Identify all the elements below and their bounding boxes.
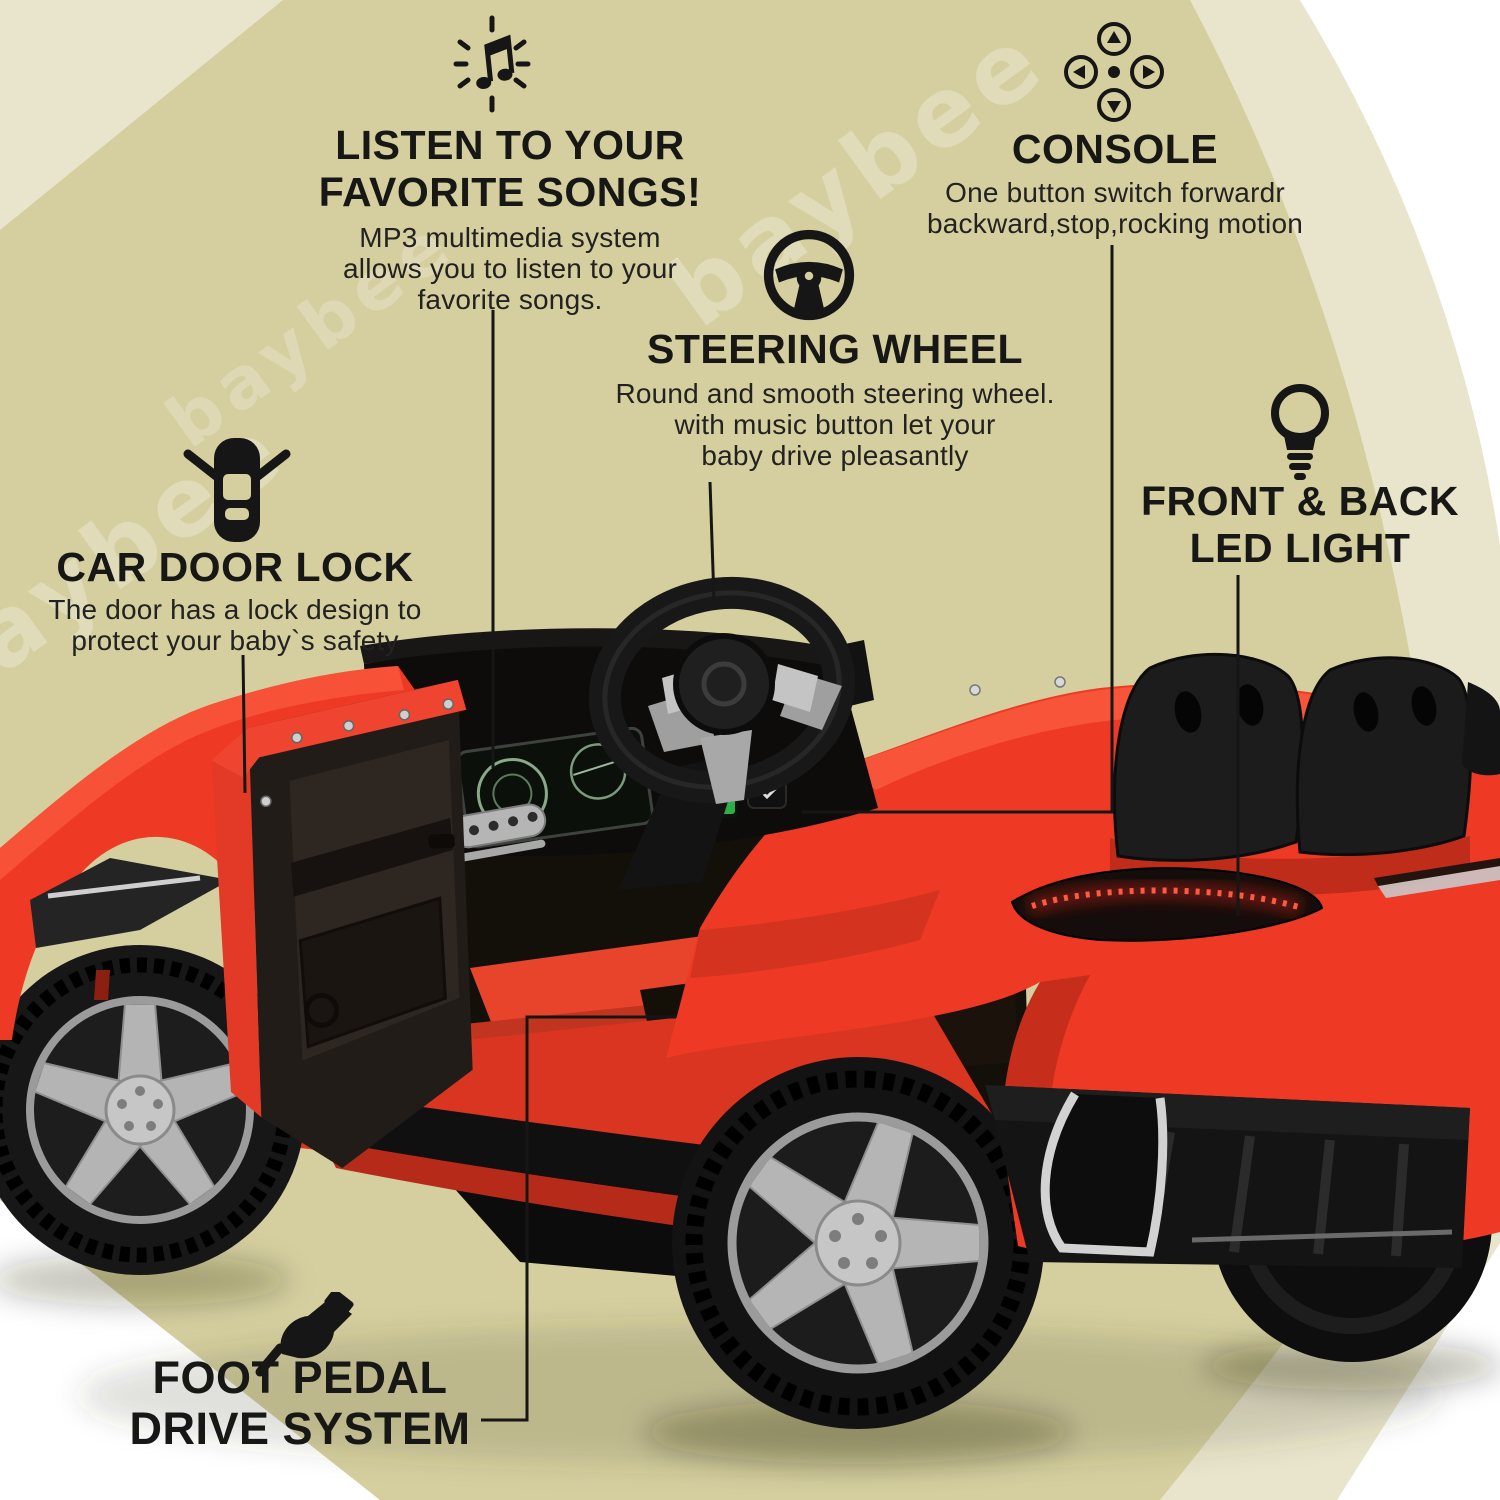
callout-foot-pedal-title: DRIVE SYSTEM: [129, 1403, 471, 1454]
callout-door-lock: CAR DOOR LOCK The door has a lock design…: [30, 544, 440, 656]
callout-console-body: One button switch forwardr: [945, 177, 1285, 208]
led-bulb-icon: [1271, 384, 1329, 480]
steering-callout-line: [708, 481, 716, 601]
callout-console-body: backward,stop,rocking motion: [927, 208, 1303, 239]
callout-console-title: CONSOLE: [1011, 126, 1219, 172]
console-dpad-icon: [1064, 22, 1164, 122]
console-callout-line: [802, 245, 1114, 814]
rear-diffuser: [985, 1085, 1470, 1268]
callout-door-lock-body: protect your baby`s safety: [71, 625, 399, 656]
callout-steering: STEERING WHEEL Round and smooth steering…: [600, 326, 1070, 471]
rear-left-wheel: [672, 1057, 1044, 1429]
callout-music: LISTEN TO YOUR FAVORITE SONGS! MP3 multi…: [300, 122, 720, 315]
callout-steering-body: baby drive pleasantly: [701, 440, 969, 471]
pedal-callout-line: [481, 1015, 676, 1422]
callout-steering-title: STEERING WHEEL: [646, 326, 1024, 372]
callout-door-lock-body: The door has a lock design to: [48, 594, 422, 625]
callout-led-title: LED LIGHT: [1189, 525, 1411, 571]
callout-music-body: favorite songs.: [417, 284, 603, 315]
callout-led-title: FRONT & BACK: [1140, 478, 1460, 524]
mp3-player: [451, 803, 547, 862]
seat-headrests: [1113, 652, 1500, 862]
side-led-light: [1010, 858, 1500, 942]
callout-music-title: LISTEN TO YOUR: [335, 122, 685, 168]
steering-wheel: [588, 576, 856, 804]
open-door: [211, 679, 473, 1168]
callout-lines: [241, 245, 1240, 1422]
callout-console: CONSOLE One button switch forwardr backw…: [905, 126, 1325, 239]
callout-door-lock-title: CAR DOOR LOCK: [56, 544, 414, 590]
door-screws: [260, 698, 454, 808]
callout-music-body: allows you to listen to your: [343, 253, 677, 284]
foot-pedal-icon: [255, 1292, 354, 1377]
callout-steering-body: with music button let your: [674, 409, 996, 440]
car-door-lock-icon: [183, 438, 291, 542]
callout-foot-pedal-title: FOOT PEDAL: [152, 1352, 448, 1403]
callout-led: FRONT & BACK LED LIGHT: [1140, 478, 1460, 572]
callout-music-body: MP3 multimedia system: [359, 222, 661, 253]
headlight: [30, 858, 230, 948]
music-note-icon: [453, 15, 531, 113]
callout-foot-pedal: FOOT PEDAL DRIVE SYSTEM: [115, 1352, 485, 1454]
steering-wheel-icon: [763, 229, 855, 321]
callout-music-title: FAVORITE SONGS!: [318, 169, 702, 215]
callout-steering-body: Round and smooth steering wheel.: [615, 378, 1055, 409]
door-lock-callout-line: [241, 654, 247, 794]
